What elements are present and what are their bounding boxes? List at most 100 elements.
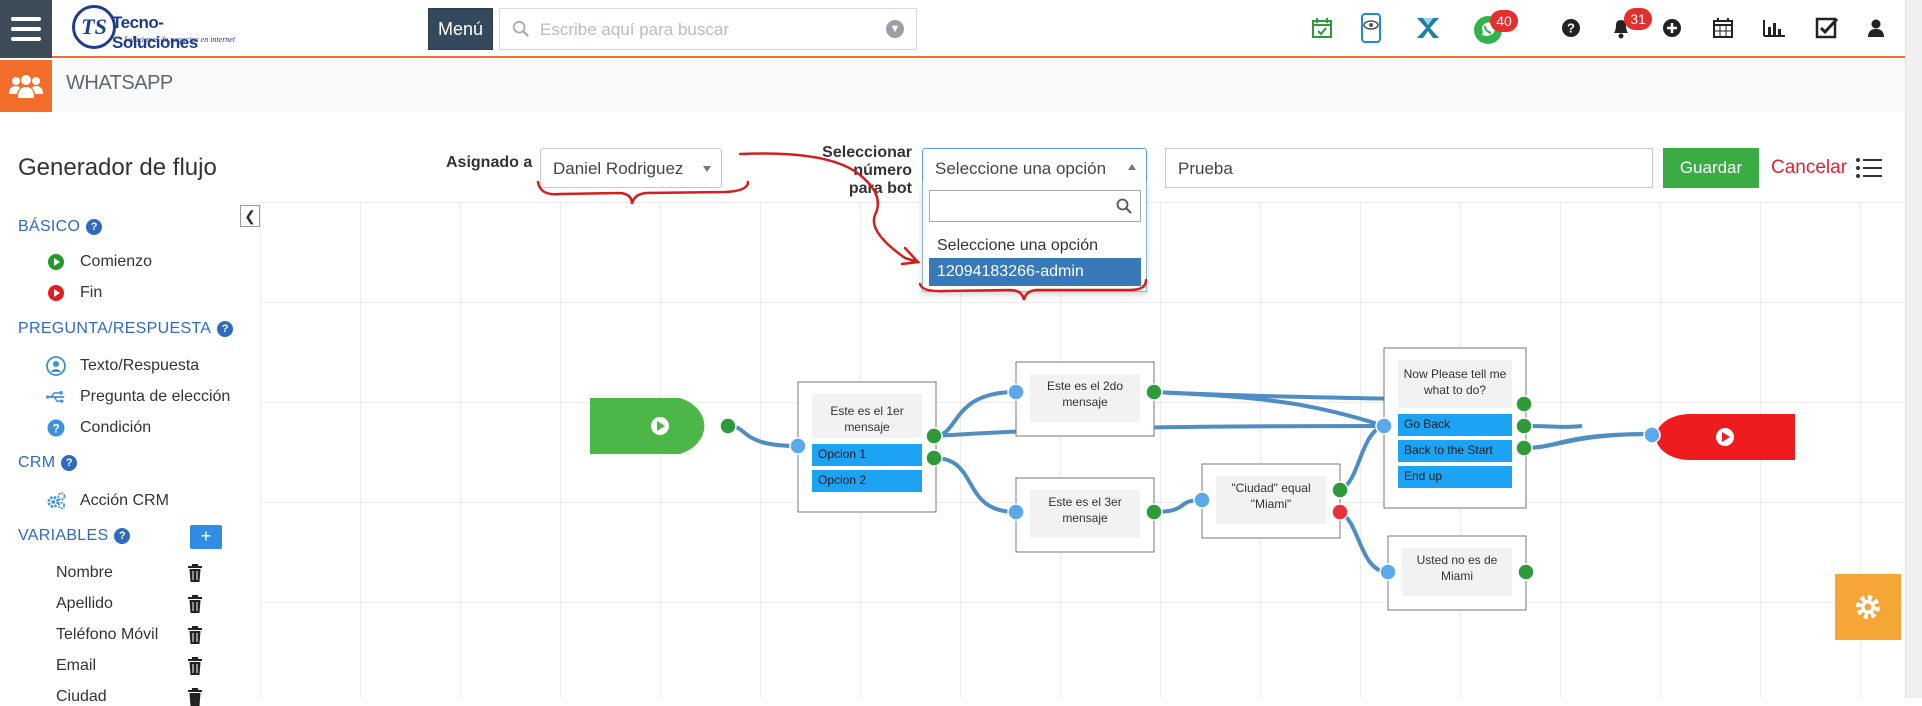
search-box[interactable]: Escribe aquí para buscar ▼ [499, 8, 917, 50]
page-title: Generador de flujo [18, 154, 217, 181]
section-variables-title: VARIABLES [18, 527, 109, 544]
play-green-icon [46, 252, 66, 272]
palette-item-start[interactable]: Comienzo [46, 252, 152, 272]
calendar-icon[interactable] [1709, 14, 1737, 42]
company-logo[interactable]: TS Tecno-Soluciones Soluciones de negoci… [72, 3, 247, 53]
palette-item-crm-action[interactable]: Acción CRM [46, 491, 169, 511]
palette-item-text[interactable]: Texto/Respuesta [46, 356, 199, 376]
trash-icon[interactable] [187, 626, 203, 644]
cancel-button[interactable]: Cancelar [1771, 157, 1848, 178]
flow-diagram [590, 347, 1795, 611]
list-menu-icon[interactable] [1856, 158, 1882, 178]
output-port[interactable] [1145, 503, 1163, 521]
output-port[interactable] [1515, 439, 1533, 457]
connector-line [727, 424, 799, 448]
message-node-2-body [1030, 374, 1140, 422]
user-icon[interactable] [1862, 14, 1890, 42]
assigned-select[interactable]: Daniel Rodriguez [540, 148, 722, 188]
flow-name-input[interactable]: Prueba [1165, 148, 1653, 188]
option-label: Back to the Start [1404, 443, 1493, 457]
option-button[interactable] [812, 444, 922, 466]
variable-item[interactable]: Email [56, 657, 97, 674]
end-node[interactable] [1656, 414, 1795, 460]
output-port[interactable] [1515, 417, 1533, 435]
input-port[interactable] [1193, 491, 1211, 509]
help-icon[interactable]: ? [114, 528, 131, 544]
help-icon[interactable]: ? [61, 455, 78, 471]
bot-number-select[interactable]: Seleccione una opción [922, 148, 1147, 188]
chevron-down-icon[interactable]: ▼ [886, 20, 904, 38]
variable-item[interactable]: Nombre [56, 564, 113, 581]
false-port[interactable] [1331, 503, 1349, 521]
usb-branch-icon [46, 387, 66, 407]
output-port[interactable] [1517, 563, 1535, 581]
page-scrollbar[interactable] [1905, 0, 1922, 698]
connector-line [933, 390, 1017, 438]
logo-name: Tecno-Soluciones [112, 13, 198, 52]
connector-line [933, 424, 1385, 438]
trash-icon[interactable] [187, 657, 203, 675]
variable-item[interactable]: Apellido [56, 595, 113, 612]
output-port[interactable] [925, 427, 943, 445]
option-button[interactable] [1398, 414, 1512, 436]
message-node-3-body [1030, 490, 1140, 538]
help-icon[interactable]: ? [1557, 14, 1585, 42]
add-circle-icon[interactable] [1658, 14, 1686, 42]
variable-item[interactable]: Teléfono Móvil [56, 626, 159, 643]
dropdown-option-highlighted[interactable]: 12094183266-admin [929, 258, 1141, 286]
menu-button[interactable]: Menú [428, 8, 493, 50]
bar-chart-icon[interactable] [1760, 14, 1788, 42]
input-port[interactable] [1007, 383, 1025, 401]
trash-icon[interactable] [187, 564, 203, 582]
collapse-sidebar-button[interactable]: ❮ [240, 205, 260, 227]
whatsapp-badge: 40 [1490, 10, 1518, 32]
crm-x-icon[interactable] [1414, 14, 1442, 42]
palette-item-label: Pregunta de elección [80, 388, 231, 405]
start-node[interactable] [590, 398, 705, 454]
palette-item-end[interactable]: Fin [46, 283, 102, 303]
bot-number-dropdown: Seleccione una opción 12094183266-admin [922, 182, 1147, 292]
checkbox-tasks-icon[interactable] [1813, 14, 1841, 42]
caret-up-icon [1128, 164, 1136, 170]
save-button[interactable]: Guardar [1663, 148, 1759, 188]
palette-item-label: Acción CRM [80, 492, 169, 509]
palette-item-label: Condición [80, 419, 152, 436]
true-port[interactable] [1331, 481, 1349, 499]
palette-item-choice[interactable]: Pregunta de elección [46, 387, 230, 407]
output-port[interactable] [925, 449, 943, 467]
choice-question-text: Now Please tell me what to do? [1403, 367, 1507, 397]
mobile-eye-icon[interactable] [1357, 13, 1385, 43]
add-variable-button[interactable]: + [190, 525, 222, 549]
settings-gear-button[interactable] [1835, 574, 1901, 640]
section-basic: BÁSICO? [18, 218, 103, 236]
option-button[interactable] [1398, 440, 1512, 462]
output-port[interactable] [719, 417, 737, 435]
search-input[interactable]: Escribe aquí para buscar [540, 20, 729, 39]
input-port[interactable] [1375, 417, 1393, 435]
search-icon [512, 20, 529, 37]
help-icon[interactable]: ? [86, 219, 103, 235]
input-port[interactable] [1007, 503, 1025, 521]
option-button[interactable] [1398, 466, 1512, 488]
dropdown-option[interactable]: Seleccione una opción [937, 237, 1099, 254]
question-circle-icon: ? [46, 418, 66, 438]
input-port[interactable] [1643, 426, 1661, 444]
bot-number-label-line2: para bot [848, 180, 912, 197]
calendar-check-icon[interactable] [1308, 14, 1336, 42]
output-port[interactable] [1515, 395, 1533, 413]
variable-item[interactable]: Ciudad [56, 688, 107, 705]
trash-icon[interactable] [187, 595, 203, 613]
help-icon[interactable]: ? [217, 321, 234, 337]
option-button[interactable] [812, 470, 922, 492]
section-question: PREGUNTA/RESPUESTA? [18, 320, 234, 338]
palette-item-condition[interactable]: ? Condición [46, 418, 151, 438]
module-title: WHATSAPP [66, 72, 173, 94]
output-port[interactable] [1145, 383, 1163, 401]
trash-icon[interactable] [187, 688, 203, 706]
input-port[interactable] [789, 437, 807, 455]
connector-line [933, 456, 1017, 514]
dropdown-search-input[interactable] [929, 190, 1141, 222]
node-palette-sidebar: BÁSICO? Comienzo Fin PREGUNTA/RESPUESTA?… [0, 202, 240, 698]
input-port[interactable] [1379, 563, 1397, 581]
hamburger-menu-icon[interactable] [0, 0, 52, 58]
